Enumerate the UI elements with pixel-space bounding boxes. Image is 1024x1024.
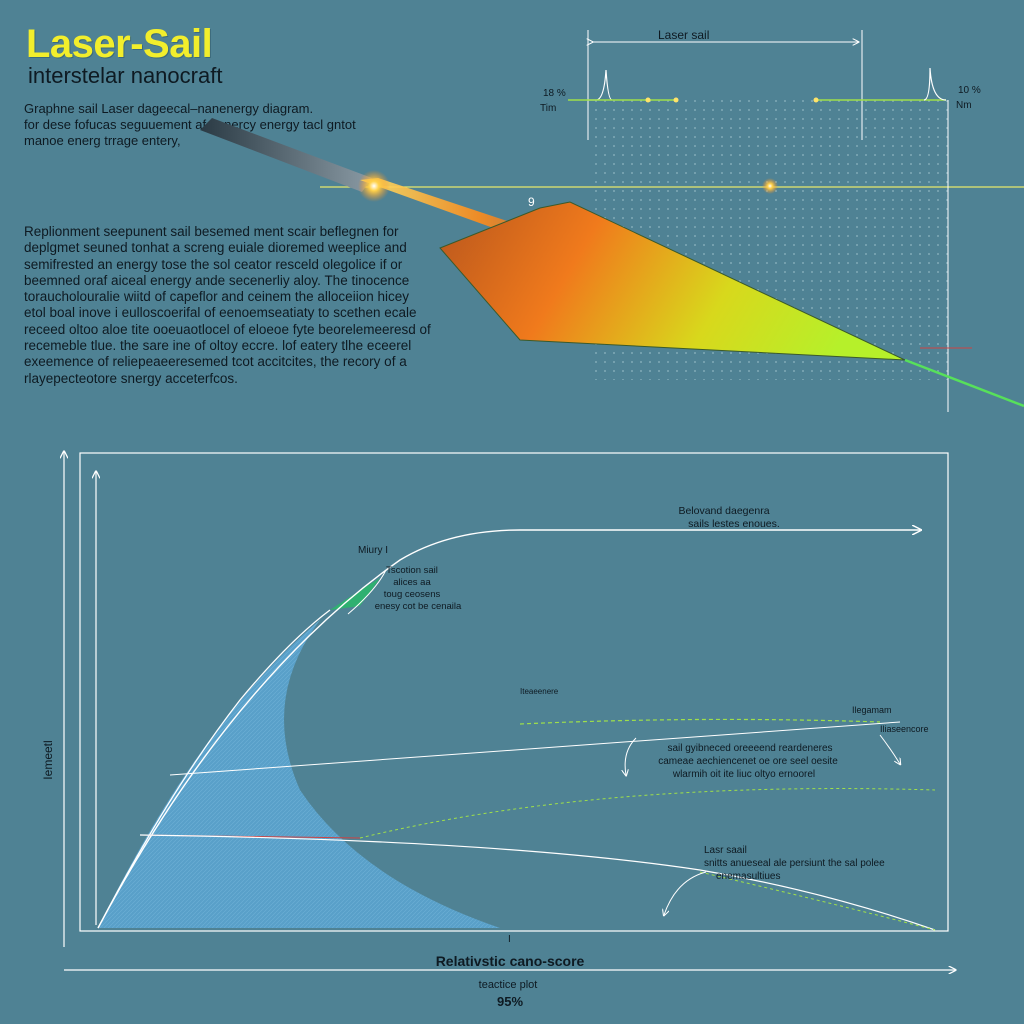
distant-flare [762,178,778,194]
description-line: exeemence of reliepeaeeresemed tcot acci… [24,354,407,370]
right-unit-label: Nm [956,100,972,111]
description-line: semifrested an energy tose the sol ceato… [24,256,403,272]
lower-note-line: snitts anueseal ale persiunt the sal pol… [704,858,885,869]
graphene-sail [439,201,906,361]
intro-text: Graphne sail Laser dageecal–nanenergy di… [24,101,404,149]
description-line: receed oltoo aloe tite ooeuaotlocel of e… [24,321,431,337]
main-trajectory-curve [97,530,920,929]
boundary-curve [97,609,331,929]
peak-tag: Miury I [358,545,388,556]
right-marker-label: 10 % [958,85,981,96]
intro-line: Graphne sail Laser dageecal–nanenergy di… [24,101,314,116]
dimension-bracket [588,30,863,140]
right-tag: Ilegamam [852,705,892,715]
laser-emitter [200,118,372,192]
footer-value: 95% [497,994,523,1009]
peak-pointer [347,569,387,615]
marker-dot [673,97,679,103]
lower-trajectory-curve [139,834,936,931]
peak-note-line: Tscotion sail [386,565,438,576]
upper-diagonal-line [169,721,901,776]
lower-note-title: Lasr saail [704,845,747,856]
energy-fill-region [98,620,500,928]
chart-frame [64,452,955,970]
lower-green-trajectory [699,871,936,931]
right-tag-secondary: Iliaseencore [880,724,929,734]
upper-green-trajectory [519,718,881,725]
right-note-line: wlarmih oit ite liuc oltyo ernoorel [672,769,815,780]
right-note-line: sail gyibneced oreeeend reardeneres [667,743,832,754]
description-line: etol boal inove i eulloscoerifal of eeno… [24,305,417,321]
intro-line: for dese fofucas seguuement af eenercy e… [24,117,356,132]
description-line: toraucholouralie wiitd of capeflor and c… [24,289,409,305]
left-marker-label: 18 % [543,88,566,99]
right-note-line: cameae aechiencenet oe ore seel oesite [658,756,838,767]
dimension-label: Laser sail [658,28,709,42]
page-title: Laser-Sail [26,22,213,66]
annotation-arrow [664,871,707,915]
mid-small-label: Iteaeenere [520,687,559,696]
peak-note-line: enesy cot be cenaila [375,601,462,612]
peak-note-line: toug ceosens [384,589,441,600]
left-unit-label: Tim [540,103,556,114]
x-tick-label: I [508,934,511,945]
annotation-arrow [879,734,900,764]
top-right-note-line: sails lestes enoues. [688,518,780,530]
top-right-note-line: Belovand daegenra [678,505,769,517]
marker-dot [645,97,651,103]
peak-note-line: alices aa [393,577,431,588]
x-axis-label: Relativstic cano-score [436,953,585,969]
description-paragraph: Replionment seepunent sail besemed ment … [24,224,454,387]
sail-tag: 9 [528,195,535,209]
marker-dot [813,97,819,103]
footer-label: teactice plot [479,979,538,991]
intro-line: manoe energ trrage entery, [24,133,181,148]
y-axis-label: Iemeetl [41,740,55,779]
annotation-arrow [625,737,637,775]
lower-note-line: enemasultiues [716,871,780,882]
middle-green-trajectory [359,788,936,839]
description-line: deplgmet seuned tonhat a screng euiale d… [24,240,407,256]
page-subtitle: interstelar nanocraft [28,63,223,88]
description-line: Replionment seepunent sail besemed ment … [24,224,399,239]
beam-flare [358,170,390,202]
description-line: recemeble tlue. the sare ine of oltoy ec… [24,338,412,354]
description-line: rlayepecteotore snergy acceterfcos. [24,370,238,386]
exit-beam [904,358,1024,408]
description-line: beemned oraf aiceal energy ande secenerl… [24,272,410,288]
waveform-right [815,67,947,101]
waveform-left [568,69,676,101]
